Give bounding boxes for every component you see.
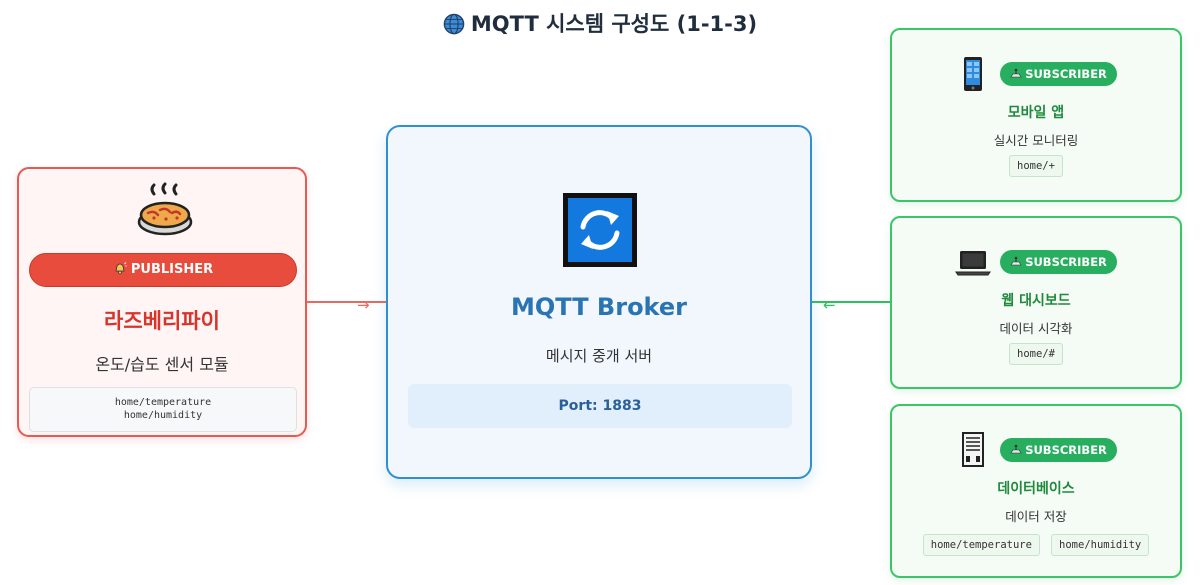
subscriber-card-dashboard: SUBSCRIBER 웹 대시보드 데이터 시각화 home/# [890, 216, 1182, 389]
bell-icon [115, 262, 127, 275]
publisher-topic: home/humidity [123, 410, 203, 421]
subscriber-card-mobile: SUBSCRIBER 모바일 앱 실시간 모니터링 home/+ [890, 28, 1182, 202]
subscriber-topic-chip: home/# [1009, 343, 1063, 365]
globe-icon [443, 13, 465, 35]
subscriber-topic-chip: home/+ [1009, 155, 1063, 177]
publisher-badge: PUBLISHER [29, 253, 297, 287]
subscriber-name: 웹 대시보드 [1001, 293, 1071, 309]
mobile-phone-icon [964, 57, 983, 91]
diagram-title: MQTT 시스템 구성도 (1-1-3) [0, 8, 1200, 38]
subscriber-topic-chip: home/temperature [922, 534, 1040, 556]
publisher-name: 라즈베리파이 [104, 309, 220, 333]
subscriber-description: 데이터 시각화 [999, 321, 1073, 336]
publisher-topic: home/temperature [114, 397, 212, 408]
sync-icon [563, 193, 637, 267]
subscriber-badge: SUBSCRIBER [1000, 438, 1117, 462]
publisher-connector-line [307, 301, 387, 303]
broker-name: MQTT Broker [511, 293, 687, 321]
laptop-icon [955, 251, 992, 276]
subscriber-header: SUBSCRIBER [892, 56, 1180, 92]
broker-card: MQTT Broker 메시지 중개 서버 Port: 1883 [386, 125, 812, 479]
subscriber-connector-line [812, 301, 892, 303]
subscriber-description: 실시간 모니터링 [993, 133, 1079, 148]
subscriber-badge-label: SUBSCRIBER [1025, 255, 1107, 269]
broker-port: Port: 1883 [408, 384, 792, 428]
antenna-icon [1010, 444, 1022, 454]
subscriber-connector-arrow: ← [823, 296, 836, 314]
antenna-icon [1010, 256, 1022, 266]
publisher-description: 온도/습도 센서 모듈 [95, 355, 229, 374]
broker-description: 메시지 중개 서버 [545, 347, 653, 365]
subscriber-name: 데이터베이스 [997, 481, 1075, 497]
subscriber-topic-list: home/# [892, 342, 1180, 365]
subscriber-header: SUBSCRIBER [892, 244, 1180, 280]
subscriber-badge-label: SUBSCRIBER [1025, 443, 1107, 457]
publisher-badge-label: PUBLISHER [130, 262, 214, 277]
publisher-topic-list: home/temperature home/humidity [29, 387, 297, 432]
publisher-connector-arrow: → [357, 296, 370, 314]
diagram-title-text: MQTT 시스템 구성도 (1-1-3) [470, 12, 758, 36]
subscriber-topic-chip: home/humidity [1051, 534, 1150, 556]
subscriber-card-database: SUBSCRIBER 데이터베이스 데이터 저장 home/temperatur… [890, 404, 1182, 578]
subscriber-description: 데이터 저장 [1005, 509, 1067, 524]
subscriber-badge-label: SUBSCRIBER [1025, 67, 1107, 81]
subscriber-badge: SUBSCRIBER [1000, 250, 1117, 274]
subscriber-badge: SUBSCRIBER [1000, 62, 1117, 86]
pie-icon [137, 182, 193, 236]
subscriber-topic-list: home/+ [892, 154, 1180, 177]
subscriber-name: 모바일 앱 [1007, 105, 1065, 121]
subscriber-topic-list: home/temperature home/humidity [892, 533, 1180, 556]
publisher-card: PUBLISHER 라즈베리파이 온도/습도 센서 모듈 home/temper… [17, 167, 307, 437]
antenna-icon [1010, 68, 1022, 78]
subscriber-header: SUBSCRIBER [892, 432, 1180, 468]
server-icon [962, 432, 985, 467]
